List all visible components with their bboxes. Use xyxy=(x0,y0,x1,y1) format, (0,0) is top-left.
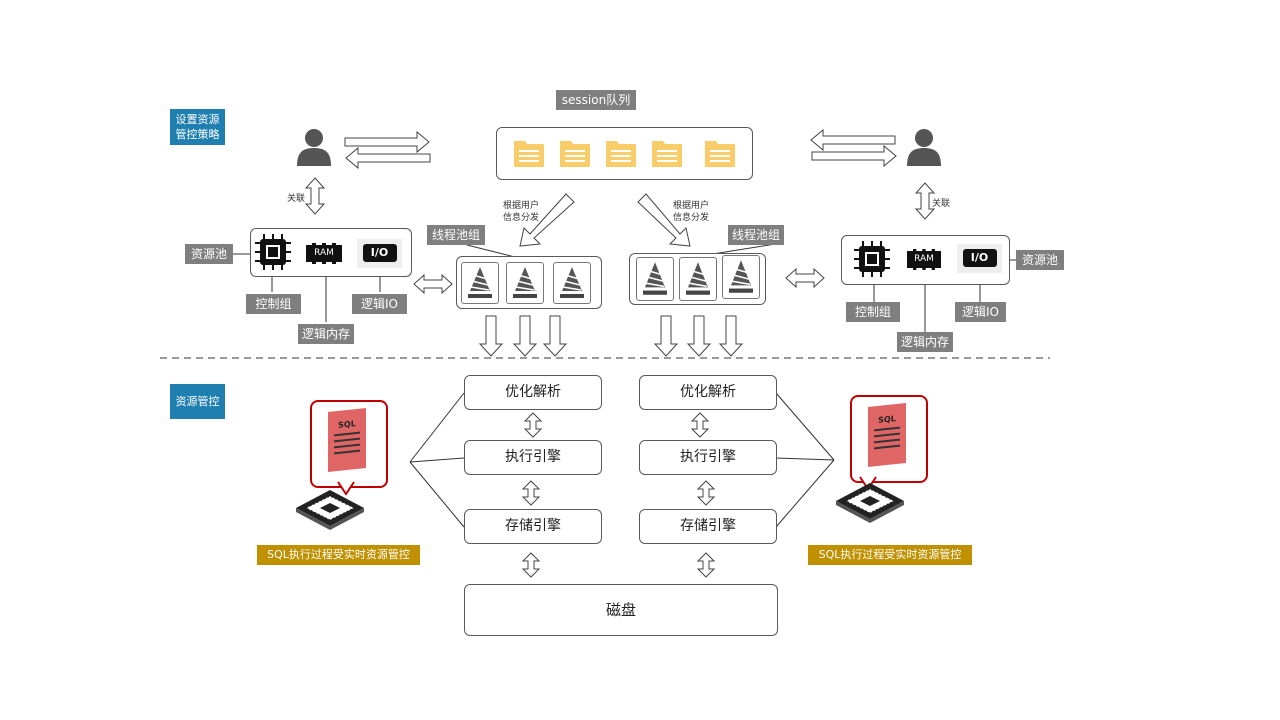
left-logic-io-label: 逻辑IO xyxy=(352,294,407,314)
right-stage-arrows xyxy=(691,412,715,578)
thread-icon xyxy=(461,262,499,304)
left-down-arrows xyxy=(479,315,567,357)
right-resource-pool-label: 资源池 xyxy=(1016,250,1064,270)
right-link-label: 关联 xyxy=(932,199,951,209)
chip-icon xyxy=(296,490,364,530)
right-pool-arrow xyxy=(785,268,825,288)
folder-icon xyxy=(559,136,591,168)
left-stage-1: 执行引擎 xyxy=(464,440,602,475)
left-sql-control-label: SQL执行过程受实时资源管控 xyxy=(257,545,420,565)
left-stage-2: 存储引擎 xyxy=(464,509,602,544)
left-sql-illustration: SQL xyxy=(290,398,410,534)
thread-icon xyxy=(722,255,760,299)
sql-document-icon: SQL xyxy=(868,403,906,467)
thread-icon xyxy=(679,257,717,301)
folder-icon xyxy=(704,136,736,168)
left-logic-mem-label: 逻辑内存 xyxy=(298,324,354,344)
ram-icon: RAM xyxy=(306,243,342,264)
left-user-queue-arrows xyxy=(344,131,431,169)
thread-icon xyxy=(636,257,674,301)
thread-icon xyxy=(553,262,591,304)
session-queue-label: session队列 xyxy=(556,90,636,110)
left-pool-arrow xyxy=(413,274,453,294)
policy-label: 设置资源 管控策略 xyxy=(170,109,225,145)
sql-document-icon: SQL xyxy=(328,408,366,472)
folder-icon xyxy=(651,136,683,168)
left-dispatch-label: 根据用户 信息分发 xyxy=(503,201,540,223)
right-dispatch-label: 根据用户 信息分发 xyxy=(673,201,710,223)
chip-icon xyxy=(836,483,904,523)
cpu-chip-icon xyxy=(854,241,890,277)
left-link-arrow xyxy=(305,177,325,215)
cpu-chip-icon xyxy=(255,234,291,270)
right-cgroup-label: 控制组 xyxy=(846,302,900,322)
thread-icon xyxy=(506,262,544,304)
folder-icon xyxy=(513,136,545,168)
left-stage-0: 优化解析 xyxy=(464,375,602,410)
left-thread-pool-label: 线程池组 xyxy=(427,225,485,245)
left-dispatch-arrow xyxy=(519,193,575,247)
right-stage-2: 存储引擎 xyxy=(639,509,777,544)
right-logic-mem-label: 逻辑内存 xyxy=(897,332,953,352)
left-link-label: 关联 xyxy=(287,194,306,204)
right-stage-0: 优化解析 xyxy=(639,375,777,410)
ram-icon: RAM xyxy=(907,249,941,270)
left-stage-arrows xyxy=(522,412,542,578)
right-sql-control-label: SQL执行过程受实时资源管控 xyxy=(808,545,972,565)
user-icon xyxy=(297,129,331,166)
io-icon: I/O xyxy=(957,244,1002,273)
right-user-queue-arrows xyxy=(810,129,897,167)
control-label: 资源管控 xyxy=(170,384,225,419)
right-logic-io-label: 逻辑IO xyxy=(955,302,1006,322)
disk-box: 磁盘 xyxy=(464,584,778,636)
left-resource-pool-label: 资源池 xyxy=(185,244,233,264)
right-down-arrows xyxy=(654,315,743,357)
user-icon xyxy=(907,129,941,166)
left-cgroup-label: 控制组 xyxy=(246,294,301,314)
right-thread-pool-label: 线程池组 xyxy=(728,225,784,245)
right-sql-illustration: SQL xyxy=(830,393,950,529)
right-dispatch-arrow xyxy=(637,193,691,247)
io-icon: I/O xyxy=(357,239,402,268)
right-stage-1: 执行引擎 xyxy=(639,440,777,475)
folder-icon xyxy=(605,136,637,168)
